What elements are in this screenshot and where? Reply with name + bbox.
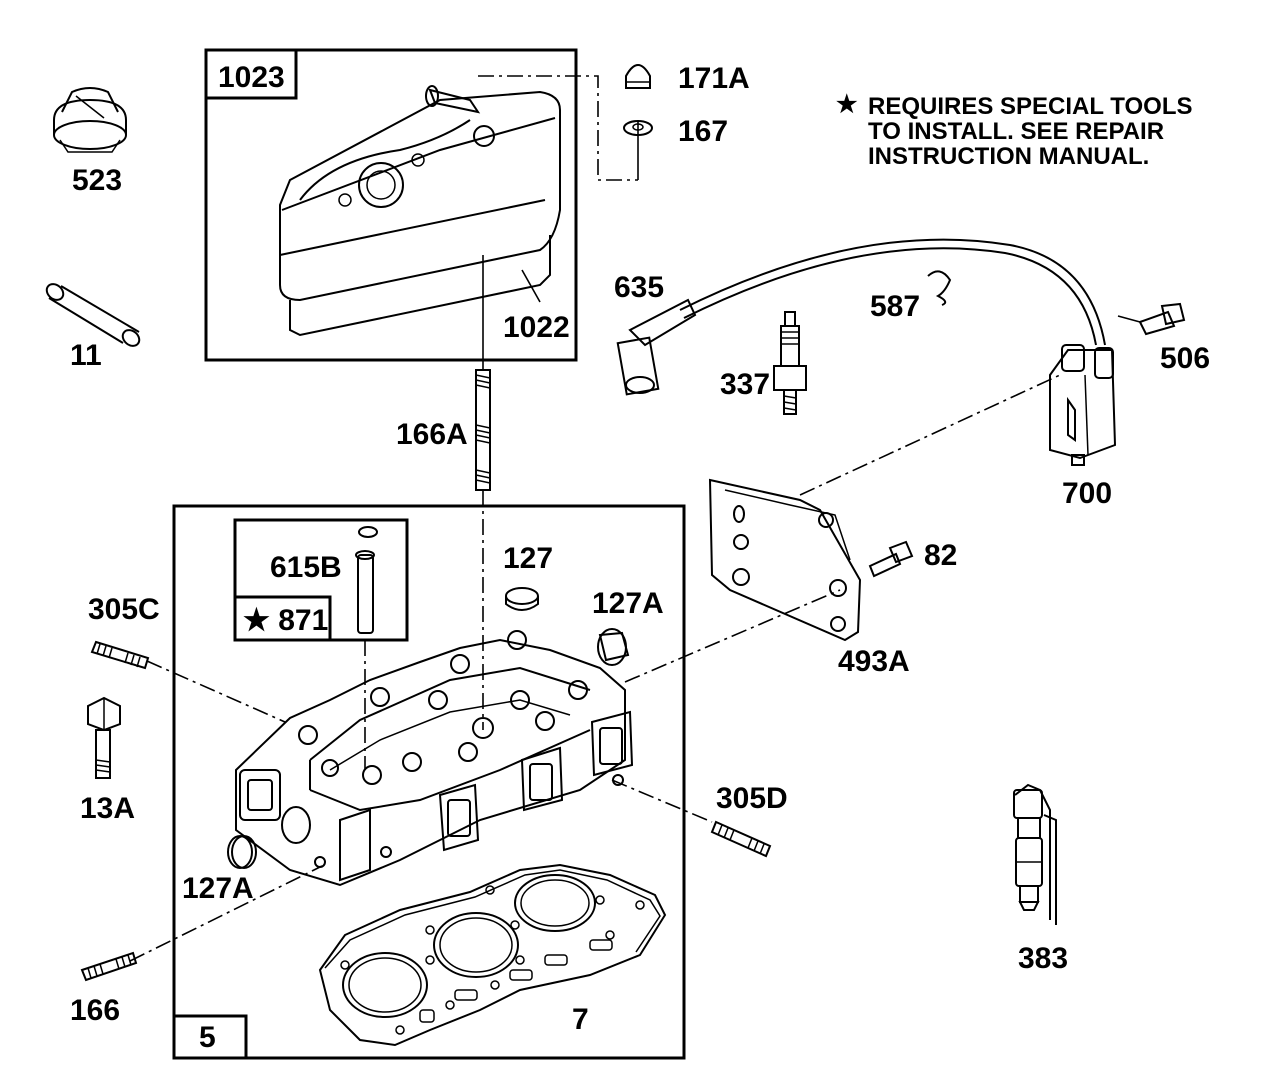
bolt-82 bbox=[868, 540, 914, 578]
label-871: ★ 871 bbox=[243, 604, 328, 637]
oil-fill-cap bbox=[53, 87, 127, 153]
coil-bracket bbox=[708, 478, 862, 642]
valve-cover-kit-box bbox=[204, 48, 578, 362]
cap-nut bbox=[625, 64, 651, 89]
expansion-plug-127 bbox=[505, 587, 539, 611]
label-127a-top: 127A bbox=[592, 587, 664, 620]
washer bbox=[623, 120, 653, 136]
label-523: 523 bbox=[72, 164, 122, 197]
bolt-506 bbox=[1138, 302, 1186, 336]
stud-305c bbox=[90, 640, 150, 670]
label-7: 7 bbox=[572, 1003, 589, 1036]
breather-tube bbox=[45, 283, 141, 347]
note-line-1: REQUIRES SPECIAL TOOLS bbox=[868, 93, 1193, 120]
label-1022: 1022 bbox=[503, 311, 570, 344]
label-615b: 615B bbox=[270, 551, 342, 584]
wire-clip bbox=[927, 270, 952, 306]
valve-spring-tool bbox=[1013, 783, 1057, 925]
note-line-3: INSTRUCTION MANUAL. bbox=[868, 143, 1149, 170]
note-line-2: TO INSTALL. SEE REPAIR bbox=[868, 118, 1164, 145]
label-13a: 13A bbox=[80, 792, 135, 825]
head-gasket bbox=[318, 863, 667, 1047]
label-506: 506 bbox=[1160, 342, 1210, 375]
label-127: 127 bbox=[503, 542, 553, 575]
stud-305d bbox=[710, 820, 772, 858]
stud-166a bbox=[475, 369, 491, 491]
label-5: 5 bbox=[199, 1021, 216, 1054]
cylinder-head-kit-box bbox=[172, 504, 686, 1060]
special-tools-note: ★ REQUIRES SPECIAL TOOLS TO INSTALL. SEE… bbox=[836, 91, 1193, 170]
label-305d: 305D bbox=[716, 782, 788, 815]
retainer-ring bbox=[358, 526, 378, 538]
label-127a-bottom: 127A bbox=[182, 872, 254, 905]
label-171a: 171A bbox=[678, 62, 750, 95]
cylinder-head bbox=[235, 630, 634, 887]
label-167: 167 bbox=[678, 115, 728, 148]
valve-guide-kit-box bbox=[233, 518, 409, 642]
label-82: 82 bbox=[924, 539, 957, 572]
note-star-icon: ★ bbox=[836, 91, 858, 118]
label-587: 587 bbox=[870, 290, 920, 323]
spark-plug bbox=[773, 311, 807, 415]
valve-guide bbox=[355, 550, 375, 634]
label-166: 166 bbox=[70, 994, 120, 1027]
label-337: 337 bbox=[720, 368, 770, 401]
label-1023: 1023 bbox=[218, 61, 285, 94]
expansion-plug-127a-top bbox=[597, 628, 630, 666]
label-305c: 305C bbox=[88, 593, 160, 626]
label-166a: 166A bbox=[396, 418, 468, 451]
label-11: 11 bbox=[70, 339, 102, 372]
label-700: 700 bbox=[1062, 477, 1112, 510]
valve-cover bbox=[279, 85, 561, 337]
label-383: 383 bbox=[1018, 942, 1068, 975]
stud-166 bbox=[80, 951, 138, 982]
label-493a: 493A bbox=[838, 645, 910, 678]
bolt-13a bbox=[87, 696, 121, 779]
spark-plug-wire bbox=[616, 238, 1106, 396]
label-635: 635 bbox=[614, 271, 664, 304]
ignition-coil bbox=[1049, 344, 1117, 466]
